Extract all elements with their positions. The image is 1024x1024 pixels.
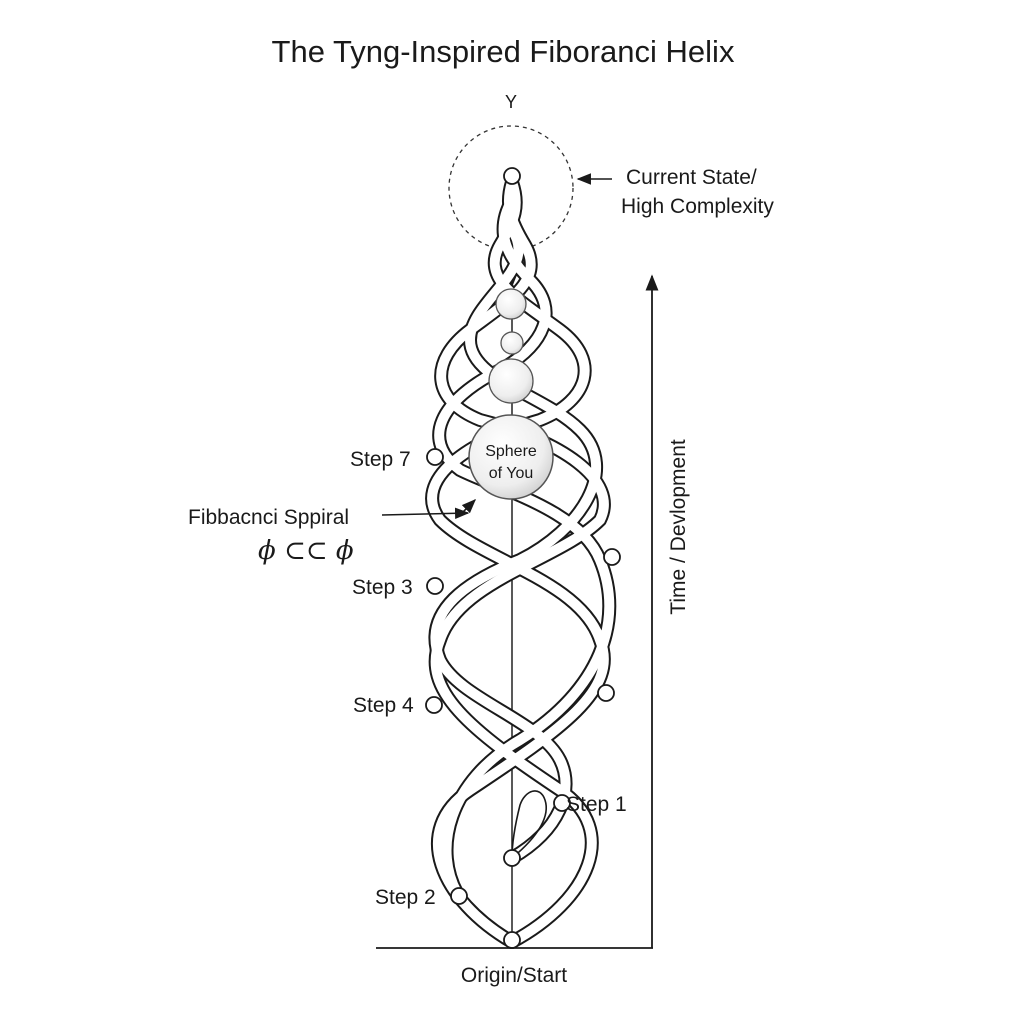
spiral-label-line2: ϕ ⊂⊂ ϕ [258,536,354,566]
current-state-label-line1: Current State/ [626,166,757,189]
node-origin [503,931,521,949]
node-step4 [425,696,443,714]
sphere-label-line1: Sphere [485,443,537,460]
step7-label: Step 7 [350,448,411,471]
diagram-title: The Tyng-Inspired Fiboranci Helix [272,34,735,69]
sphere-small-2 [500,331,524,355]
sphere-label-line2: of You [489,465,534,482]
current-state-label-line2: High Complexity [621,195,774,218]
top-axis-label: Y [505,92,517,112]
inner-loop [511,790,547,859]
time-axis-label: Time / Devlopment [667,439,690,615]
sphere-small-1 [495,288,527,320]
origin-label: Origin/Start [461,964,567,987]
node-right-lower [597,684,615,702]
step2-label: Step 2 [375,886,436,909]
node-top [503,167,521,185]
node-right-upper [603,548,621,566]
spiral-label-line1: Fibbacnci Sppiral [188,506,349,529]
sphere-medium [488,358,534,404]
spiral-arrow [381,507,470,520]
node-step3 [426,577,444,595]
node-step1 [553,794,571,812]
node-step2 [450,887,468,905]
helix-nodes [425,167,621,949]
spiral-arrow-tip [459,498,477,516]
node-step7 [426,448,444,466]
sphere-of-you [468,414,554,500]
node-center-lower [503,849,521,867]
step1-label: Step 1 [566,793,627,816]
step3-label: Step 3 [352,576,413,599]
step4-label: Step 4 [353,694,414,717]
